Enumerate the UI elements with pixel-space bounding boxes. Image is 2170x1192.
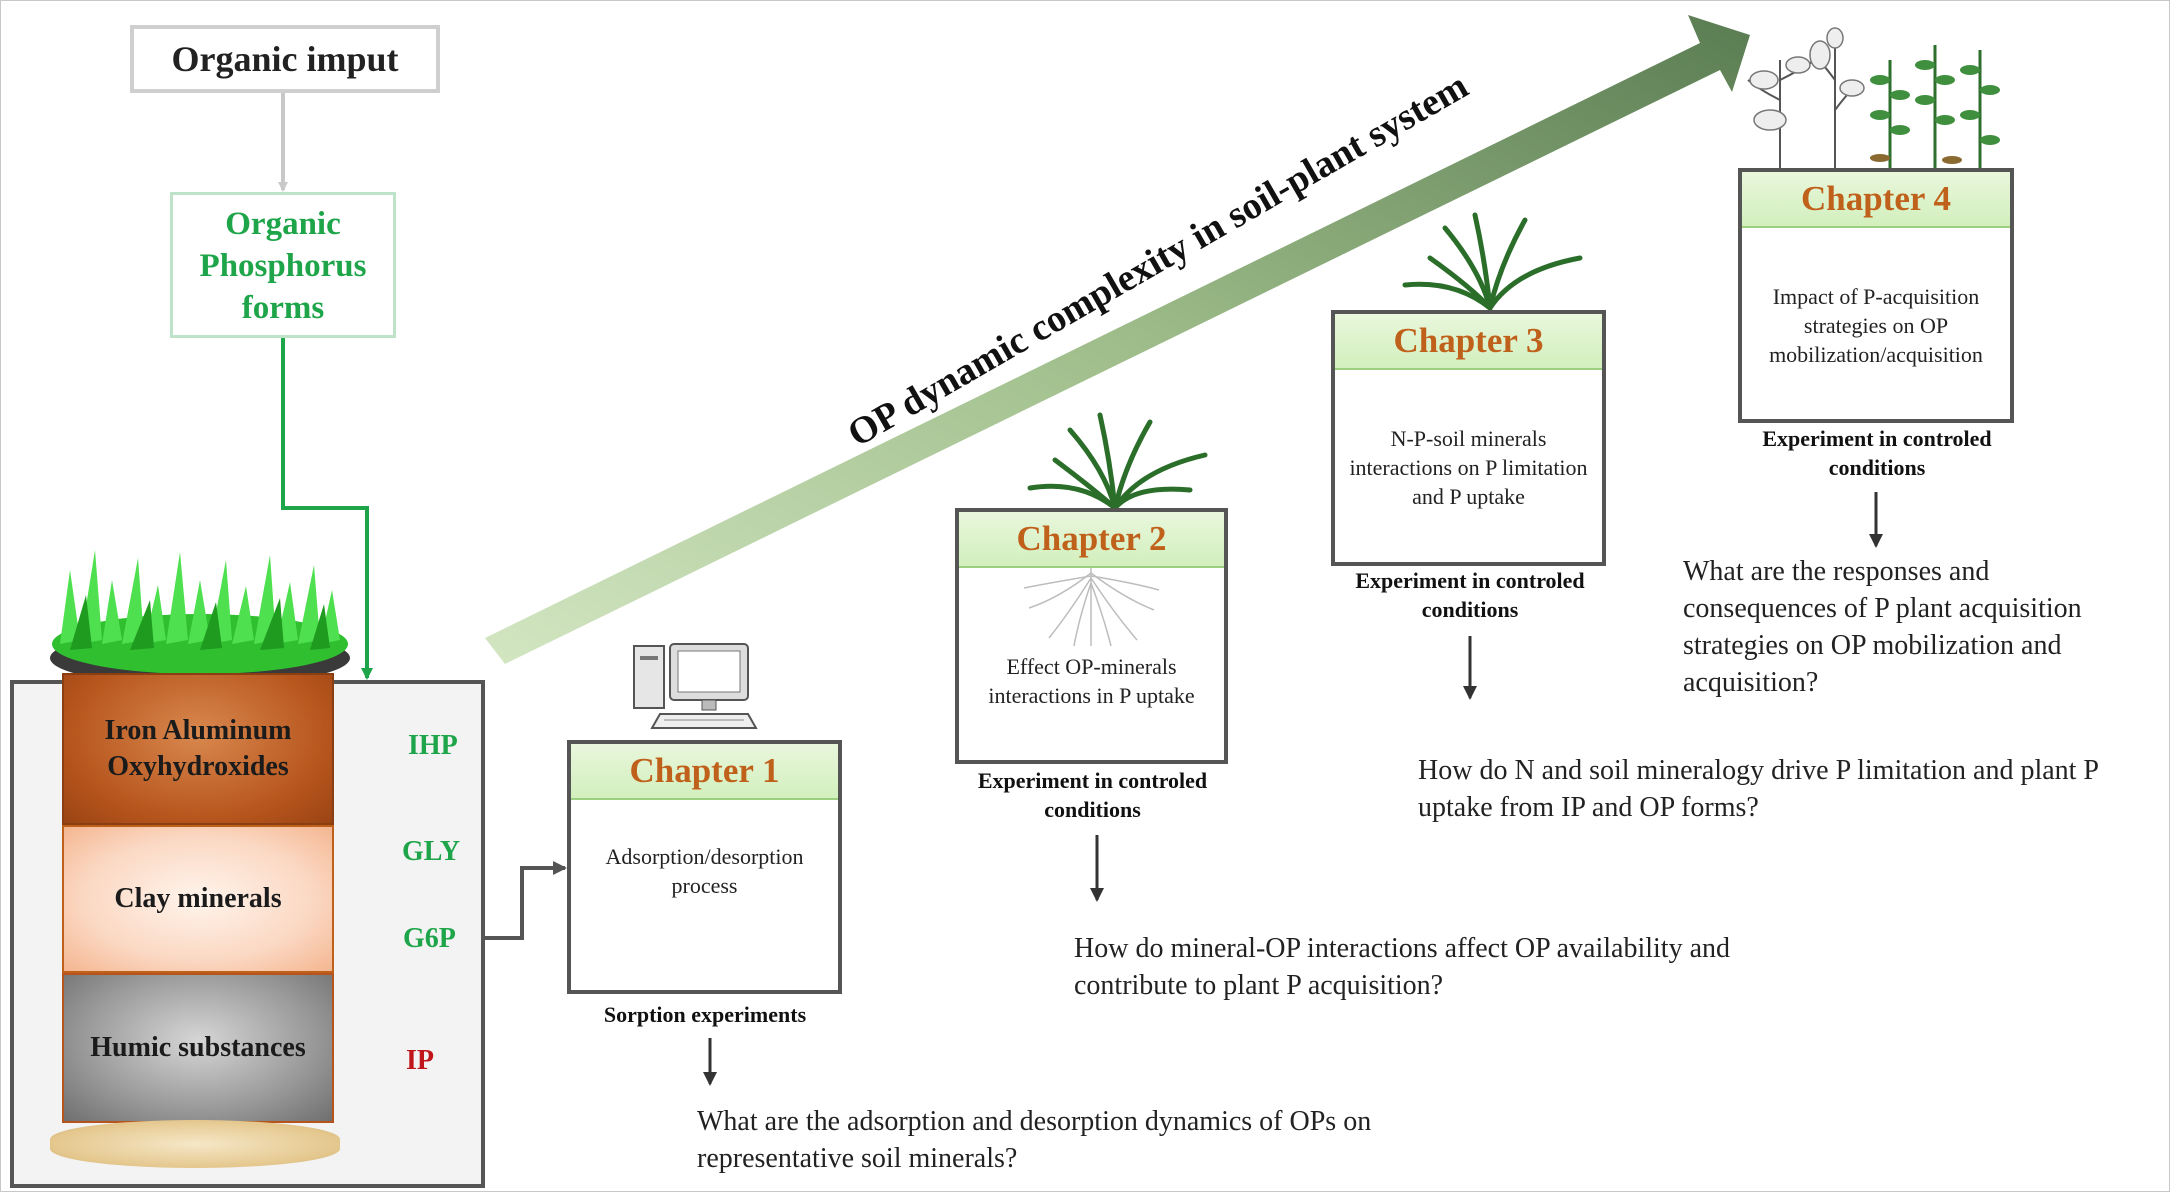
diagonal-arrow xyxy=(485,15,1750,664)
chapter3-experiment: Experiment in controled conditions xyxy=(1355,568,1585,622)
computer-icon xyxy=(633,643,758,729)
chapter2-description: Effect OP-minerals interactions in P upt… xyxy=(988,654,1195,708)
grass-icon xyxy=(1402,212,1583,310)
chapter4-question: What are the responses and consequences … xyxy=(1683,556,2082,698)
chapter3-box: Chapter 3 N-P-soil minerals interactions… xyxy=(1331,310,1606,566)
chapter3-question: How do N and soil mineralogy drive P lim… xyxy=(1418,755,2098,823)
chapter4-experiment: Experiment in controled conditions xyxy=(1762,426,1992,480)
soil-to-chapter1-arrow xyxy=(485,861,567,940)
plant-row-icon xyxy=(1747,27,2000,168)
chapter1-description: Adsorption/desorption process xyxy=(605,844,804,898)
iron-aluminum-label: Iron Aluminum Oxyhydroxides xyxy=(104,715,292,782)
chapter3-title: Chapter 3 xyxy=(1335,314,1602,370)
chapter1-question: What are the adsorption and desorption d… xyxy=(697,1106,1372,1174)
op-forms-box: Organic Phosphorus forms xyxy=(170,192,396,338)
chapter3-description: N-P-soil minerals interactions on P limi… xyxy=(1349,426,1588,509)
column-base xyxy=(50,1120,340,1168)
chapter4-title: Chapter 4 xyxy=(1742,172,2010,228)
chapter2-experiment: Experiment in controled conditions xyxy=(977,768,1208,822)
humic-substances-label: Humic substances xyxy=(90,1032,306,1063)
organic-input-box: Organic imput xyxy=(130,25,440,93)
g6p-label: G6P xyxy=(403,923,456,954)
ihp-label: IHP xyxy=(408,730,458,761)
chapter2-question: How do mineral-OP interactions affect OP… xyxy=(1074,933,1731,1001)
chapter1-box: Chapter 1 Adsorption/desorption process xyxy=(567,740,842,994)
ip-label: IP xyxy=(406,1045,434,1076)
chapter2-box: Chapter 2 Effect OP-minerals interaction… xyxy=(955,508,1228,764)
grass-icon xyxy=(1027,412,1208,510)
grass-icon xyxy=(50,550,350,686)
clay-minerals-layer: Clay minerals xyxy=(62,825,334,973)
humic-substances-layer: Humic substances xyxy=(62,973,334,1123)
chapter4-description: Impact of P-acquisition strategies on OP… xyxy=(1769,284,1983,367)
chapter2-title: Chapter 2 xyxy=(959,512,1224,568)
gly-label: GLY xyxy=(402,836,461,867)
op-forms-arrow xyxy=(281,338,373,680)
clay-minerals-label: Clay minerals xyxy=(114,883,282,914)
chapter4-box: Chapter 4 Impact of P-acquisition strate… xyxy=(1738,168,2014,423)
chapter1-experiment: Sorption experiments xyxy=(603,1002,807,1027)
roots-illustration xyxy=(1023,568,1160,647)
iron-aluminum-layer: Iron Aluminum Oxyhydroxides xyxy=(62,673,334,825)
chapter1-title: Chapter 1 xyxy=(571,744,838,800)
